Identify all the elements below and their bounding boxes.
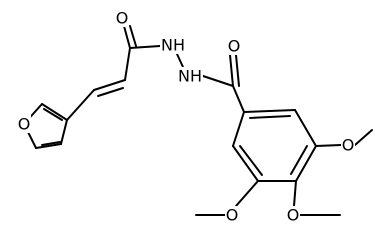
bond-c-nh-upper xyxy=(129,45,161,49)
vinyl-double-inner xyxy=(97,87,124,97)
carbonyl-right-2 xyxy=(235,54,240,87)
ring-double-1 xyxy=(249,115,291,119)
bond-nh-c-right xyxy=(202,75,234,87)
svg-text:O: O xyxy=(287,206,300,225)
svg-text:O: O xyxy=(228,37,241,56)
ring-bond-1 xyxy=(243,109,296,113)
bond-c-ring xyxy=(232,85,245,113)
furan-double-inner-1 xyxy=(41,141,61,146)
furan-double-inner-2 xyxy=(43,108,63,121)
atom-carbonyl-o-left: O xyxy=(115,9,129,28)
bond-nh-nh xyxy=(176,53,184,68)
vinyl-bond-3 xyxy=(124,47,131,81)
ring-bond-3 xyxy=(295,145,317,182)
vinyl-bond-1 xyxy=(66,89,95,121)
carbonyl-left-2 xyxy=(129,25,137,47)
carbonyl-right-1 xyxy=(229,54,234,87)
furan-bond-c3-c4 xyxy=(60,119,68,145)
svg-text:O: O xyxy=(342,136,355,155)
furan-bond-c4-c5 xyxy=(41,103,68,121)
atom-nh-lower: NH xyxy=(177,67,203,86)
molecule-diagram: O NH NH O O O O O xyxy=(17,9,373,225)
furan-bond-c2-c3 xyxy=(35,143,62,149)
ring-bond-2 xyxy=(294,109,317,147)
atom-carbonyl-o-right: O xyxy=(227,37,241,56)
atom-furan-o: O xyxy=(17,115,31,134)
svg-text:O: O xyxy=(116,9,129,28)
svg-text:O: O xyxy=(226,206,239,225)
ring-bond-5 xyxy=(232,145,259,182)
carbonyl-left-1 xyxy=(123,25,131,49)
methoxy-lower-mid-o xyxy=(293,180,297,207)
methoxy-right-ch3 xyxy=(354,129,373,146)
svg-text:NH: NH xyxy=(178,67,202,86)
bond-layer xyxy=(23,25,373,216)
atom-methoxy-o-lower-left: O xyxy=(225,206,239,225)
atom-methoxy-o-lower-mid: O xyxy=(286,206,300,225)
vinyl-bond-2 xyxy=(93,79,126,91)
svg-text:NH: NH xyxy=(161,36,185,55)
svg-text:O: O xyxy=(18,115,31,134)
atom-nh-upper: NH xyxy=(160,36,186,55)
atom-methoxy-o-right: O xyxy=(341,136,355,155)
ring-double-3 xyxy=(239,145,263,176)
ring-double-2 xyxy=(290,145,308,175)
methoxy-right-o xyxy=(315,144,342,147)
methoxy-lower-left-o xyxy=(235,180,259,207)
ring-bond-6 xyxy=(232,111,245,147)
